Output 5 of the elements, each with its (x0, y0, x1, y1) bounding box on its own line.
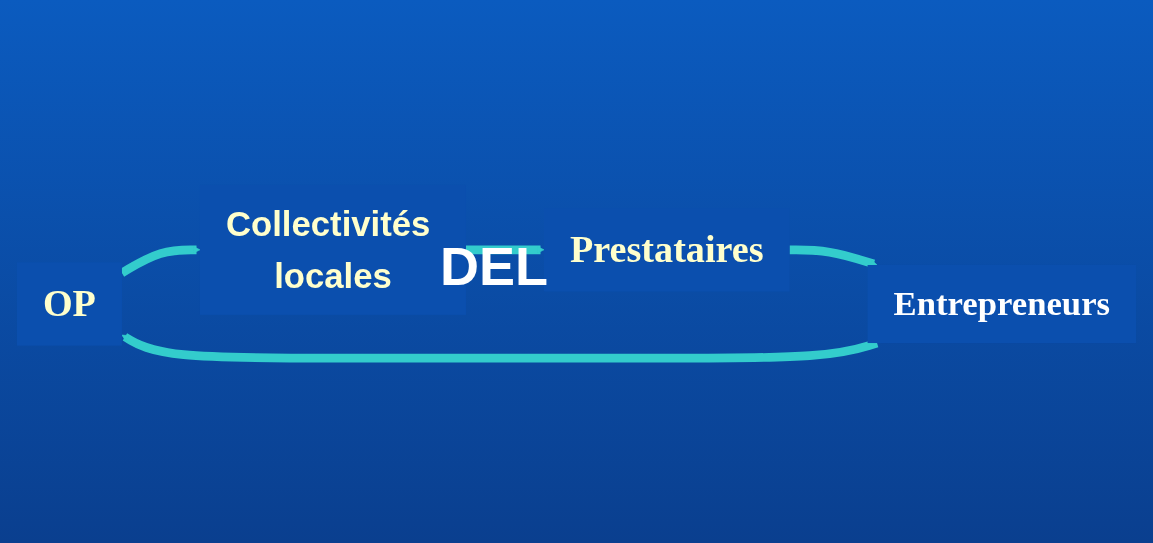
node-box: OP (16, 262, 122, 346)
arrow (121, 333, 879, 363)
arrow (465, 245, 545, 255)
node-box: Entrepreneurs (867, 265, 1137, 344)
arrow (789, 245, 878, 269)
